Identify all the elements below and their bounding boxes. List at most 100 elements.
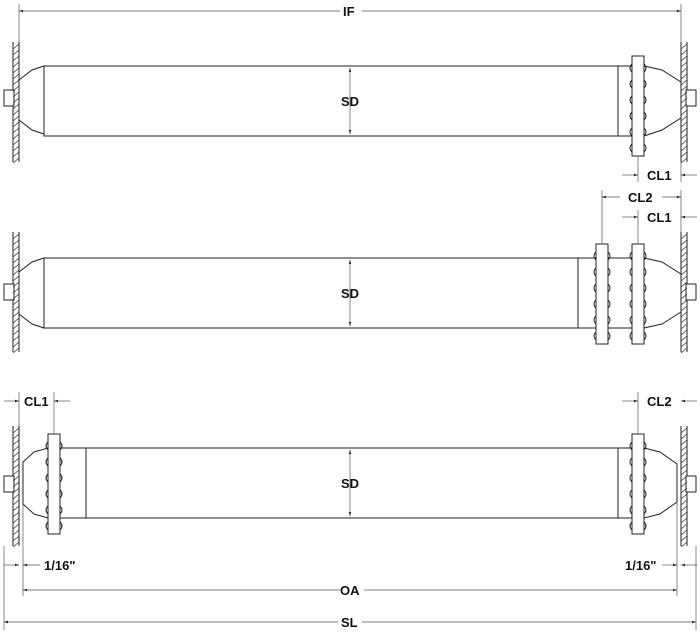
sprocket-tooth xyxy=(45,505,63,515)
cl1-dimension-3: CL1 xyxy=(4,392,70,434)
hatch-line xyxy=(680,499,688,506)
hatch-line xyxy=(12,109,20,116)
hatch-line xyxy=(12,239,20,246)
hatch-line xyxy=(12,115,20,122)
hatch-line xyxy=(12,305,20,312)
roller-tube-3 xyxy=(85,447,619,519)
roller-tube-1 xyxy=(43,65,619,137)
hatch-line xyxy=(680,139,688,146)
hatch-line xyxy=(12,493,20,500)
sprocket-tooth xyxy=(593,251,611,261)
axle-right-2 xyxy=(685,283,697,301)
hatch-line xyxy=(680,85,688,92)
if-dimension: IF xyxy=(18,4,682,42)
sprocket-teeth xyxy=(45,63,647,531)
hatch-line xyxy=(12,127,20,134)
hatch-line xyxy=(680,79,688,86)
hatch-line xyxy=(680,511,688,518)
hatch-line xyxy=(12,517,20,524)
hatch-line xyxy=(680,281,688,288)
sprocket-tooth xyxy=(629,79,647,89)
hatch-line xyxy=(12,67,20,74)
hatch-line xyxy=(680,115,688,122)
sd-label-3: SD xyxy=(341,476,359,491)
cl2-label-2: CL2 xyxy=(628,190,653,205)
hatch-line xyxy=(680,505,688,512)
hatch-line xyxy=(680,127,688,134)
sprocket-tooth xyxy=(593,283,611,293)
hatch-line xyxy=(680,347,688,354)
hatch-line xyxy=(12,433,20,440)
sprocket-tooth xyxy=(45,521,63,531)
hatch-line xyxy=(680,49,688,56)
axle-left-3 xyxy=(3,475,15,493)
hatch-line xyxy=(680,317,688,324)
sd-label-1: SD xyxy=(341,94,359,109)
sprocket-left-3 xyxy=(47,433,87,535)
hatch-line xyxy=(12,463,20,470)
sprocket-right-3 xyxy=(617,433,645,535)
sprocket-tooth xyxy=(629,331,647,341)
cl2-dimension-3: CL2 xyxy=(622,392,697,434)
hatch-line xyxy=(12,481,20,488)
hatch-line xyxy=(680,61,688,68)
hatch-line xyxy=(12,73,20,80)
hatch-line xyxy=(680,305,688,312)
axle-left-2 xyxy=(3,283,15,301)
hatch-line xyxy=(12,529,20,536)
sixteenth-label-left: 1/16" xyxy=(44,558,75,573)
hatch-line xyxy=(680,287,688,294)
cl2-label-3: CL2 xyxy=(647,394,672,409)
hatch-line xyxy=(680,523,688,530)
sprocket-tooth xyxy=(45,457,63,467)
hatch-line xyxy=(680,67,688,74)
hatch-line xyxy=(12,439,20,446)
hatch-line xyxy=(12,293,20,300)
hatch-line xyxy=(680,427,688,434)
hatch-line xyxy=(12,269,20,276)
sprocket-tooth xyxy=(629,457,647,467)
cl1-dimension-2: CL1 xyxy=(622,210,697,244)
bearing-left-2 xyxy=(18,257,45,329)
hatch-line xyxy=(680,145,688,152)
sixteenth-label-right: 1/16" xyxy=(625,558,656,573)
hatch-line xyxy=(12,251,20,258)
hatch-line xyxy=(680,481,688,488)
sprocket-tooth xyxy=(45,489,63,499)
sprocket-tooth xyxy=(629,441,647,451)
hatch-line xyxy=(680,439,688,446)
roller-2: SD xyxy=(3,232,697,352)
hatch-line xyxy=(680,335,688,342)
axle-right-3 xyxy=(685,475,697,493)
hatch-line xyxy=(680,263,688,270)
cl1-label-3: CL1 xyxy=(24,394,49,409)
hatch-line xyxy=(12,457,20,464)
sprocket-tooth xyxy=(593,299,611,309)
axle-right-1 xyxy=(685,89,697,107)
hatch-line xyxy=(12,329,20,336)
hatch-line xyxy=(680,529,688,536)
hatch-line xyxy=(12,275,20,282)
bearing-right-3 xyxy=(643,447,678,519)
hatch-line xyxy=(12,133,20,140)
sprocket-tooth xyxy=(629,143,647,153)
sl-dimension: SL xyxy=(3,546,697,630)
hatch-line xyxy=(680,487,688,494)
cl2-dimension-2: CL2 xyxy=(601,190,682,244)
double-sprocket-2 xyxy=(577,243,645,345)
oa-label: OA xyxy=(340,583,360,598)
sprocket-tooth xyxy=(629,111,647,121)
hatch-line xyxy=(12,469,20,476)
hatch-line xyxy=(680,517,688,524)
hatch-line xyxy=(680,311,688,318)
sl-label: SL xyxy=(341,615,358,630)
hatch-line xyxy=(680,103,688,110)
hatch-line xyxy=(680,43,688,50)
hatch-line xyxy=(680,463,688,470)
sprocket-tooth xyxy=(629,267,647,277)
sprocket-tooth xyxy=(629,299,647,309)
hatch-line xyxy=(680,475,688,482)
hatch-line xyxy=(12,91,20,98)
hatch-line xyxy=(680,91,688,98)
hatch-line xyxy=(680,73,688,80)
